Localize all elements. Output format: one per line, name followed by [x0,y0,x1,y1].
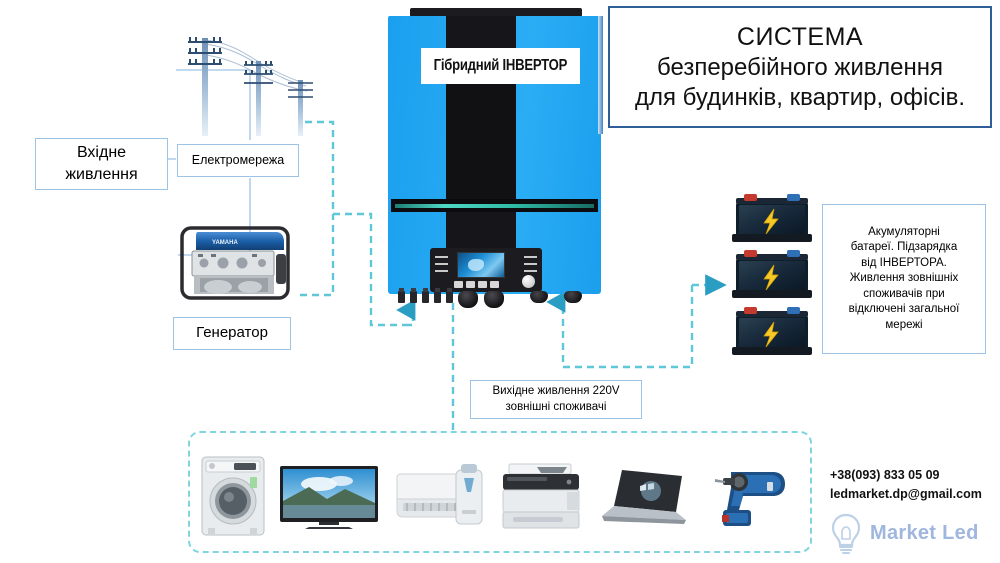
lightbulb-icon [831,513,861,554]
contact-email[interactable]: ledmarket.dp@gmail.com [830,486,982,501]
inverter-vent-strip [391,199,598,212]
label-output-line2: зовнішні споживачі [505,400,607,413]
inverter-led-6 [524,270,537,272]
inverter-ac-terminal-2 [484,291,504,308]
appliance-printer [497,462,585,532]
inverter-control-panel [430,248,542,292]
title-accent-bar [598,16,603,134]
appliance-washing-machine [198,455,268,537]
label-grid: Електромережа [177,144,299,177]
battery-1-image [730,194,814,247]
label-generator: Генератор [173,317,291,350]
label-input-power-line1: Вхідне [76,144,127,162]
generator-image: YAMAHA [178,218,292,306]
contact-phone[interactable]: +38(093) 833 05 09 [830,468,940,482]
appliance-air-conditioner [395,473,475,521]
label-battery-note-line6: відключені загальної [848,303,960,316]
inverter-button-2[interactable] [466,281,475,288]
title-line-3: для будинків, квартир, офісів. [634,83,966,111]
label-battery-note-line2: батареї. Підзарядка [850,241,958,254]
inverter-mount-bracket [410,8,582,17]
battery-3-image [730,307,814,360]
label-input-power-line2: живлення [65,166,138,183]
label-battery-note: Акумуляторні батареї. Підзарядка від ІНВ… [822,204,986,354]
label-generator-text: Генератор [196,324,268,342]
appliance-cordless-drill [713,458,789,532]
brand-logo: Market Led [828,512,979,554]
label-input-power: Вхідне живлення [35,138,168,190]
label-battery-note-line5: споживачів при [863,287,945,300]
inverter-terminal-2 [410,288,417,303]
label-battery-note-line4: Живлення зовнішніх [849,272,959,285]
inverter-cable-gland-2 [564,291,582,303]
svg-text:YAMAHA: YAMAHA [212,240,238,246]
inverter-ac-terminal-1 [458,291,478,308]
inverter-led-5 [524,263,537,265]
inverter-cable-gland-1 [530,291,548,303]
title-panel: СИСТЕМА безперебійного живлення для буди… [608,6,992,128]
inverter-led-2 [435,263,448,265]
inverter-power-knob[interactable] [522,275,535,288]
inverter-caption-label: Гібридний ІНВЕРТОР [421,48,580,84]
inverter-lcd-screen [457,252,505,278]
inverter-led-1 [435,256,448,258]
contact-info: +38(093) 833 05 09 ledmarket.dp@gmail.co… [830,466,982,504]
label-output-power: Вихідне живлення 220V зовнішні споживачі [470,380,642,419]
power-line-poles-image [176,28,316,138]
label-grid-text: Електромережа [191,153,285,168]
label-battery-note-line3: від ІНВЕРТОРА. [861,256,947,269]
appliance-television [279,465,379,531]
label-output-line1: Вихідне живлення 220V [492,384,620,397]
inverter-led-3 [435,270,448,272]
inverter-terminal-3 [422,288,429,303]
inverter-button-1[interactable] [454,281,463,288]
appliance-laptop [596,466,688,528]
battery-2-image [730,250,814,303]
title-line-1: СИСТЕМА [736,22,864,51]
wire-generator-to-junction [300,214,335,297]
inverter-terminal-1 [398,288,405,303]
brand-name: Market Led [870,521,979,544]
inverter-led-4 [524,256,537,258]
label-battery-note-line1: Акумуляторні [868,225,940,238]
inverter-terminal-5 [446,288,453,303]
inverter-button-3[interactable] [478,281,487,288]
label-battery-note-line7: мережі [885,318,923,331]
inverter-terminal-4 [434,288,441,303]
wire-input-arrow [396,299,416,327]
title-line-2: безперебійного живлення [657,53,943,81]
appliance-water-heater [452,462,486,528]
inverter-button-4[interactable] [490,281,499,288]
inverter-lower-strip [446,212,516,250]
inverter-caption-text: Гібридний ІНВЕРТОР [433,57,568,74]
